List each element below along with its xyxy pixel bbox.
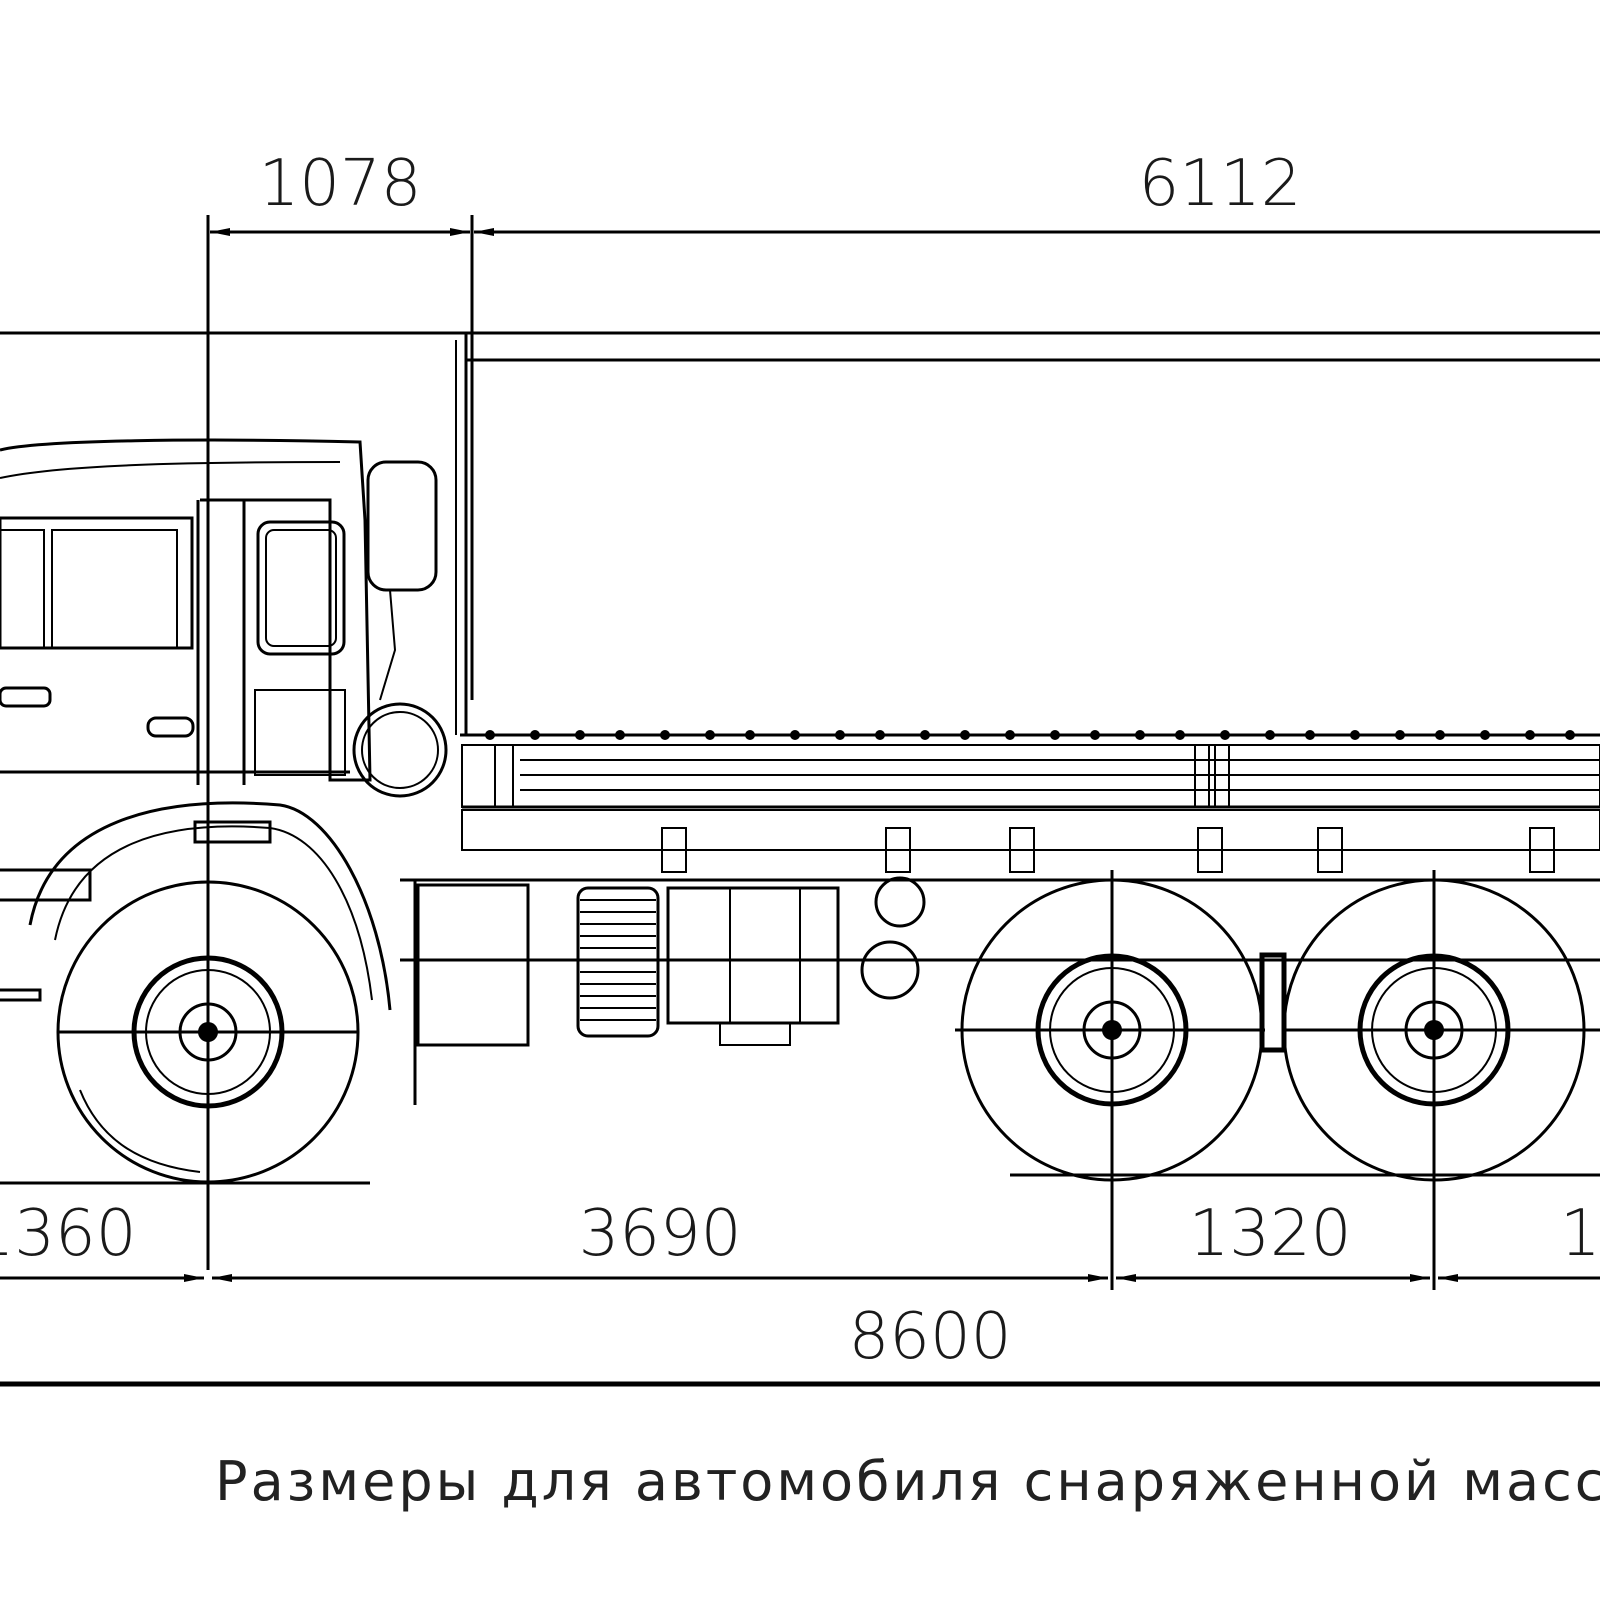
bogie-spring xyxy=(1259,952,1287,1053)
side-mirror xyxy=(366,460,438,592)
truck-cab xyxy=(0,438,448,1011)
door-window xyxy=(256,520,346,656)
board-stake xyxy=(494,744,514,808)
board-stake xyxy=(1194,744,1210,808)
dim-label-6112: 6112 xyxy=(1139,147,1302,221)
cab-roof-outline xyxy=(0,438,372,782)
dim-label-rear-overhang: 18 xyxy=(1560,1197,1600,1271)
cab-step xyxy=(193,820,272,844)
air-tank-lower xyxy=(860,940,920,1000)
dim-label-1320: 1320 xyxy=(1189,1197,1352,1271)
bottom-dimension-group: 1360 3690 1320 18 8600 xyxy=(0,1197,1600,1387)
top-dimension-group: 1078 6112 xyxy=(206,147,1600,1270)
side-window-front xyxy=(51,529,178,649)
dim-label-3690: 3690 xyxy=(579,1197,742,1271)
dim-label-8600: 8600 xyxy=(849,1300,1012,1374)
spare-wheel xyxy=(576,886,660,1038)
air-tank-upper xyxy=(874,876,926,928)
dim-label-1078: 1078 xyxy=(259,147,422,221)
chassis-frame xyxy=(400,876,1600,1105)
windshield-frame xyxy=(0,516,194,650)
door-handle xyxy=(146,716,195,738)
fuel-tank xyxy=(666,886,840,1025)
subframe xyxy=(461,809,1600,851)
drawing-caption: Размеры для автомобиля снаряженной массы xyxy=(215,1450,1600,1513)
cab-light xyxy=(0,686,52,708)
board-stake xyxy=(1214,744,1230,808)
air-intake xyxy=(352,702,448,798)
dim-label-1360: 1360 xyxy=(0,1197,136,1271)
spare-wheel-tread xyxy=(580,899,656,1021)
front-fender xyxy=(28,801,392,1011)
rear-wheel xyxy=(1282,870,1600,1290)
battery-box xyxy=(416,883,530,1047)
tie-down-studs xyxy=(485,730,1575,740)
bumper xyxy=(0,868,92,902)
cargo-body xyxy=(0,331,1600,873)
